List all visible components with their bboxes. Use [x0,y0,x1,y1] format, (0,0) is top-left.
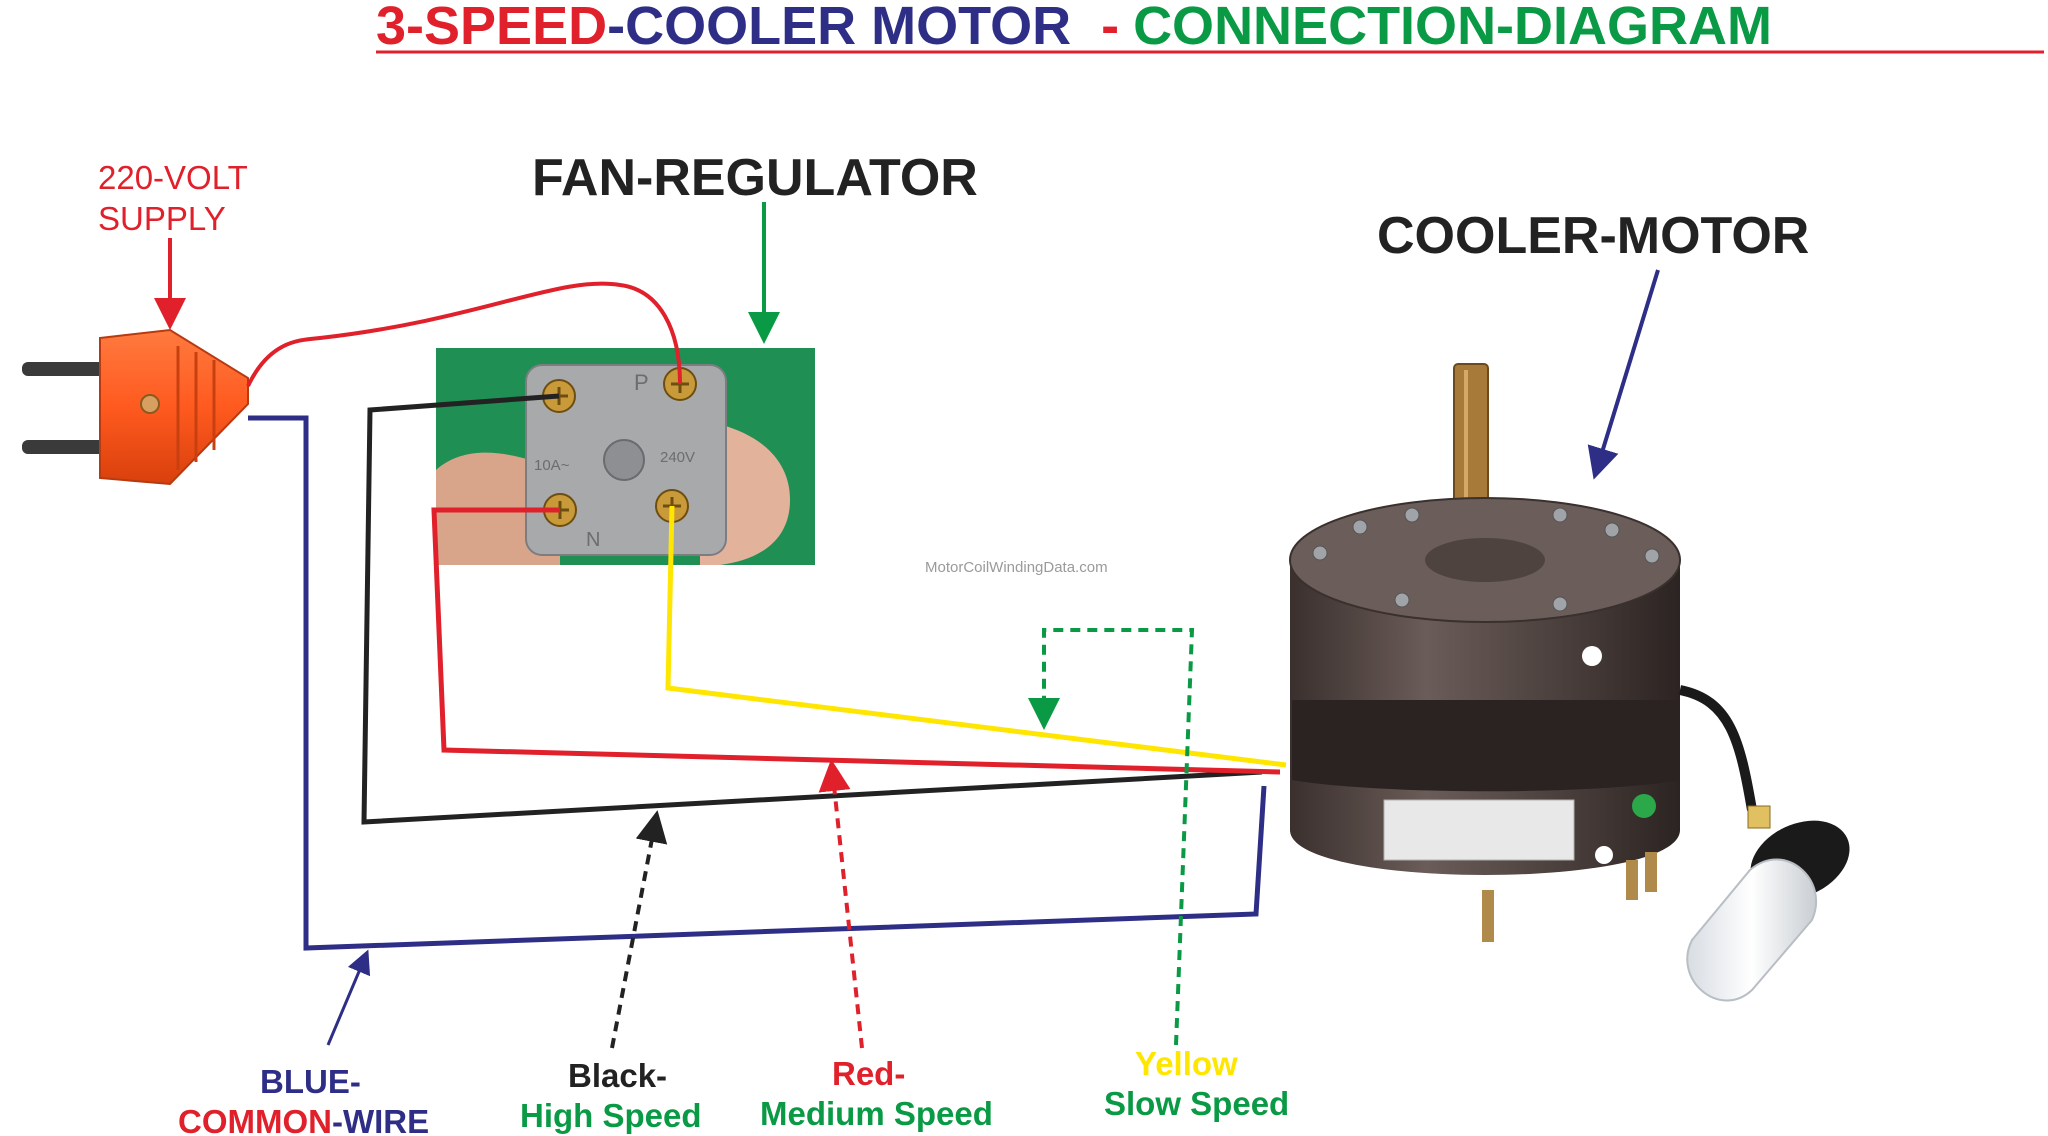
title-part-dash: - [1101,0,1119,56]
page-title: 3-SPEED-COOLER MOTOR-CONNECTION-DIAGRAM [376,0,1772,56]
legend-black-line1: Black- [568,1057,667,1094]
title-part-speed: 3-SPEED [376,0,607,56]
black-wire-arrow [610,810,668,1049]
capacitor-icon [1686,805,1850,1002]
legend-blue-line2: COMMON-WIRE [178,1103,429,1136]
wire-red-medium [431,507,1281,775]
regulator-current-rating: 10A~ [534,457,570,474]
legend-blue-line1: BLUE- [260,1063,361,1100]
title-part-motor: -COOLER MOTOR [607,0,1071,56]
red-wire-arrow [818,759,864,1049]
wire-blue-common [248,415,1267,951]
legend-red-line1: Red- [832,1055,905,1092]
cooler-motor-photo [1289,363,1757,942]
regulator-terminal-p: P [634,370,649,395]
cooler-motor-label: COOLER-MOTOR [1377,207,1809,265]
wire-black-high [361,393,1263,825]
plug-icon [22,328,249,486]
legend-blue-wire: -WIRE [332,1103,429,1136]
legend-blue-common: COMMON [178,1103,332,1136]
fan-regulator-photo: P N 10A~ 240V [436,348,815,565]
supply-label-line2: SUPPLY [98,200,226,237]
legend-black-line2: High Speed [520,1097,702,1134]
yellow-wire-arrow [1028,628,1195,1046]
cooler-motor-arrow [1587,269,1660,480]
legend-red-line2: Medium Speed [760,1095,993,1132]
blue-wire-arrow [326,949,371,1046]
regulator-terminal-n: N [586,529,600,551]
legend-yellow-line1: Yellow [1135,1045,1238,1082]
regulator-voltage-rating: 240V [660,449,695,466]
supply-label-line1: 220-VOLT [98,159,248,196]
wire-yellow-slow [665,505,1287,768]
watermark: MotorCoilWindingData.com [925,559,1108,576]
title-part-diagram: CONNECTION-DIAGRAM [1133,0,1772,56]
legend-yellow-line2: Slow Speed [1104,1085,1289,1122]
wire-supply-red [246,281,682,387]
fan-regulator-label: FAN-REGULATOR [532,149,978,207]
